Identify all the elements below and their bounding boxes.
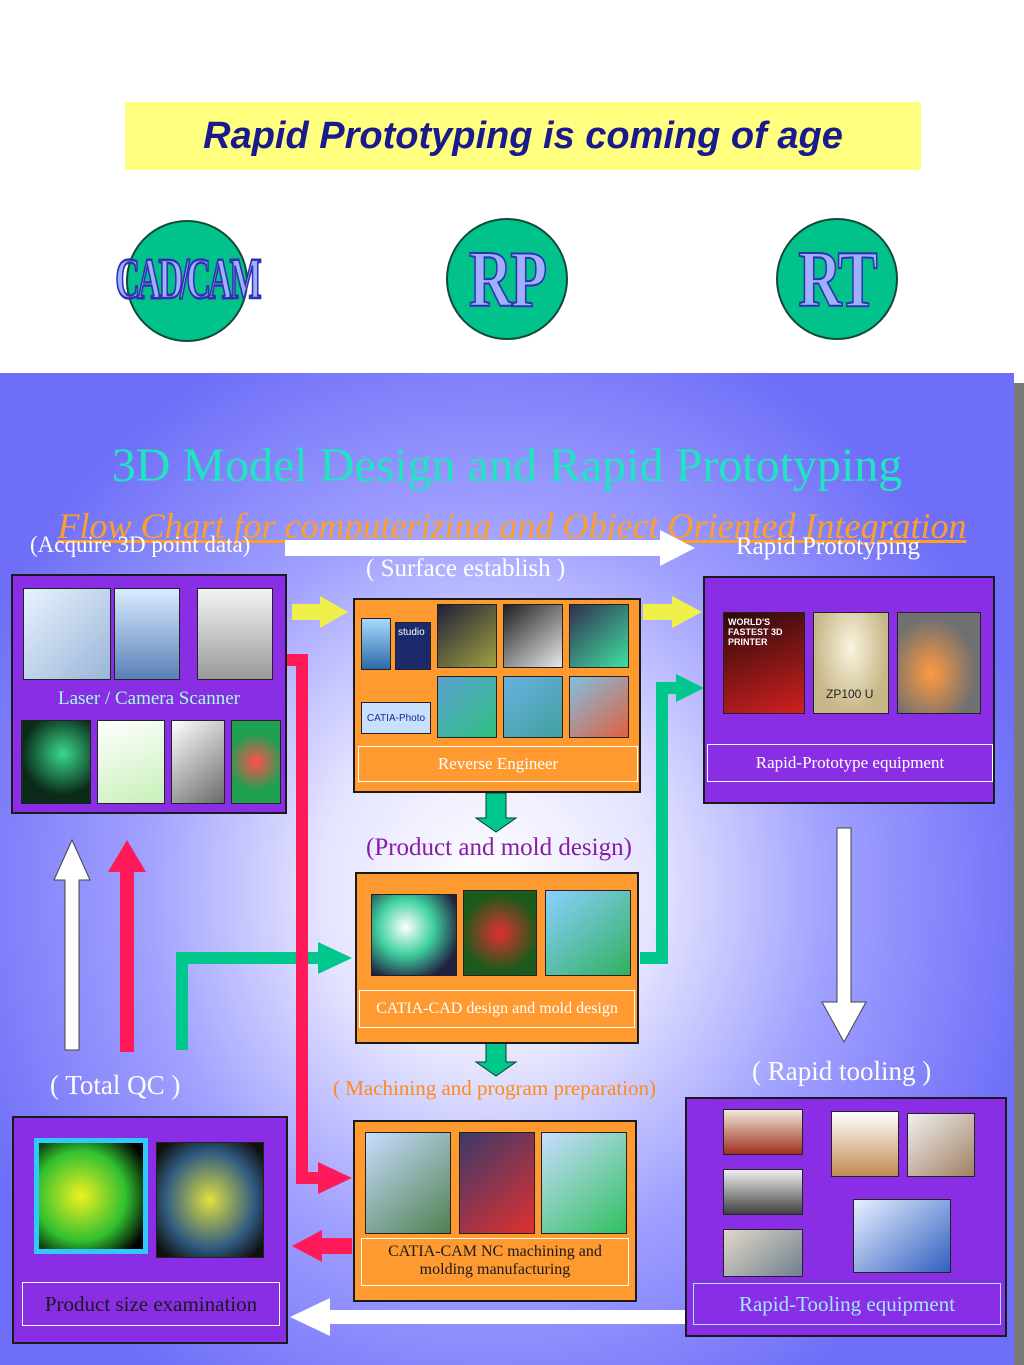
reverse-image-5: [503, 676, 563, 738]
reverse-engineer-box: studio CATIA-Photo Studio Reverse Engine…: [353, 598, 641, 793]
rp-part-image: [897, 612, 981, 714]
label-product-mold: (Product and mold design): [366, 834, 632, 861]
rp-equipment-box: WORLD'S FASTEST 3D PRINTER ZP100 U Rapid…: [703, 576, 995, 804]
white-arrow-bottom: [290, 1298, 692, 1336]
rp-circle: RP: [446, 218, 568, 340]
qc-image-1: [34, 1138, 148, 1254]
pink-arrow-cam-to-qc: [292, 1230, 352, 1262]
fastest-3d-printer-image: WORLD'S FASTEST 3D PRINTER: [723, 612, 805, 714]
green-arrow-cad-to-cam: [474, 1042, 518, 1077]
reverse-caption: Reverse Engineer: [358, 746, 638, 782]
cam-image-3: [541, 1132, 627, 1234]
scan-image-1: [21, 720, 91, 804]
scanner-box: Laser / Camera Scanner: [11, 574, 287, 814]
reverse-image-1: [437, 604, 497, 668]
green-arrowhead-rp: [676, 674, 704, 702]
white-arrow-up: [53, 838, 91, 1051]
zp100-label: ZP100 U: [826, 687, 874, 701]
white-arrow-top: [285, 530, 695, 566]
yellow-arrow-reverse-to-rp: [643, 596, 702, 628]
rp-equipment-caption: Rapid-Prototype equipment: [707, 744, 993, 782]
cam-caption: CATIA-CAM NC machining and molding manuf…: [361, 1238, 629, 1286]
green-arrowhead-cad: [318, 942, 352, 974]
green-line-qc-to-cad: [176, 952, 322, 1050]
tooling-image-1: [723, 1109, 803, 1155]
rt-label: RT: [798, 233, 879, 324]
cad-cam-label: CAD/CAM: [115, 247, 263, 312]
cam-image-2: [459, 1132, 535, 1234]
pink-line-scanner-to-cam: [286, 654, 322, 1184]
scan-image-2: [97, 720, 165, 804]
rt-circle: RT: [776, 218, 898, 340]
green-arrow-reverse-to-cad: [474, 792, 518, 833]
tooling-box: Rapid-Tooling equipment: [685, 1097, 1007, 1337]
cad-cam-circle: CAD/CAM: [115, 220, 262, 342]
title-banner: [125, 102, 921, 170]
label-machining: ( Machining and program preparation): [333, 1076, 657, 1100]
label-total-qc: ( Total QC ): [50, 1070, 181, 1100]
panel-shadow: [1014, 383, 1024, 1365]
cam-machining-box: CATIA-CAM NC machining and molding manuf…: [353, 1120, 637, 1302]
scan-image-3: [171, 720, 225, 804]
tooling-image-2: [723, 1169, 803, 1215]
qc-box: Product size examination: [12, 1116, 288, 1344]
catia-photo-studio-logo: CATIA-Photo Studio: [361, 702, 431, 734]
tooling-image-5: [907, 1113, 975, 1177]
label-acquire: (Acquire 3D point data): [30, 532, 251, 557]
yellow-arrow-scanner-to-reverse: [292, 596, 348, 628]
scan-image-4: [231, 720, 281, 804]
reverse-image-4: [437, 676, 497, 738]
scanner-photo-3: [197, 588, 273, 680]
cad-image-1: [371, 894, 457, 976]
reverse-image-6: [569, 676, 629, 738]
reverse-image-drop: [361, 618, 391, 670]
qc-caption: Product size examination: [22, 1282, 280, 1326]
cad-caption: CATIA-CAD design and mold design: [359, 990, 635, 1028]
label-surface: ( Surface establish ): [366, 555, 566, 582]
pink-arrow-up: [108, 840, 146, 1052]
reverse-image-3: [569, 604, 629, 668]
pink-arrowhead-cam: [318, 1162, 352, 1194]
tooling-caption: Rapid-Tooling equipment: [693, 1283, 1001, 1325]
scanner-caption: Laser / Camera Scanner: [58, 688, 240, 709]
label-rapid-prototyping: Rapid Prototyping: [736, 533, 921, 560]
cad-image-3: [545, 890, 631, 976]
cam-image-1: [365, 1132, 451, 1234]
cad-image-2: [463, 890, 537, 976]
rp-label: RP: [468, 233, 547, 324]
tooling-image-3: [723, 1229, 803, 1277]
flowchart-heading: 3D Model Design and Rapid Prototyping: [111, 439, 903, 492]
white-arrow-down: [821, 827, 867, 1044]
zp100-image: ZP100 U: [813, 612, 889, 714]
reverse-image-2: [503, 604, 563, 668]
green-line-cad-to-rp: [640, 682, 680, 964]
studio-logo: studio: [395, 622, 431, 670]
flowchart-subheading: Flow Chart for computerizing and Object …: [57, 506, 967, 546]
scanner-photo-1: [23, 588, 111, 680]
page-title: Rapid Prototyping is coming of age: [203, 115, 843, 157]
scanner-photo-2: [114, 588, 180, 680]
cad-design-box: CATIA-CAD design and mold design: [355, 872, 639, 1044]
tooling-image-4: [831, 1111, 899, 1177]
qc-image-2: [156, 1142, 264, 1258]
tooling-image-6: [853, 1199, 951, 1273]
label-rapid-tooling: ( Rapid tooling ): [752, 1056, 932, 1086]
